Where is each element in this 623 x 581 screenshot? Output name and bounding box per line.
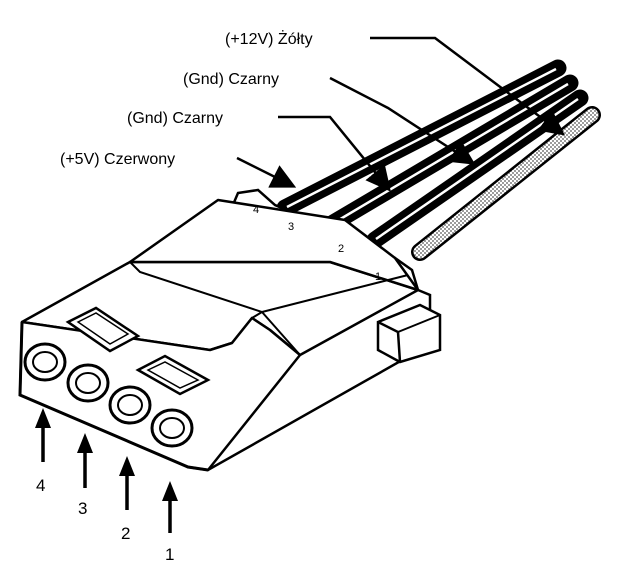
connector-mark-4: 4: [253, 204, 259, 216]
pin-arrow-2: [119, 456, 135, 510]
pin-arrow-4: [35, 408, 51, 462]
pin-number-4: 4: [36, 476, 45, 495]
pin-hole-4: [23, 342, 67, 382]
pin-arrow-3: [77, 433, 93, 488]
label-gnd-black-1: (Gnd) Czarny: [127, 110, 223, 127]
leader-gnd-1: [278, 115, 391, 192]
pin-hole-3: [66, 363, 110, 403]
label-12v-yellow: (+12V) Żółty: [225, 29, 313, 48]
connector-mark-3: 3: [288, 221, 294, 233]
pin-hole-1: [150, 408, 194, 448]
leader-12v: [370, 36, 565, 136]
wire-yellow-12v: [411, 106, 601, 261]
connector-body: [18, 188, 442, 472]
connector-mark-1: 1: [375, 271, 381, 283]
pin-hole-2: [108, 385, 152, 425]
pin-number-1: 1: [165, 545, 174, 564]
wire-red-5v: [276, 59, 567, 217]
pin-arrow-1: [162, 481, 178, 533]
label-5v-red: (+5V) Czerwony: [60, 151, 175, 168]
leader-gnd-2: [329, 76, 476, 165]
leader-5v: [236, 156, 297, 188]
connector-mark-2: 2: [338, 243, 344, 255]
label-gnd-black-2: (Gnd) Czarny: [183, 71, 279, 88]
pin-number-2: 2: [121, 524, 130, 543]
pin-number-3: 3: [78, 499, 87, 518]
